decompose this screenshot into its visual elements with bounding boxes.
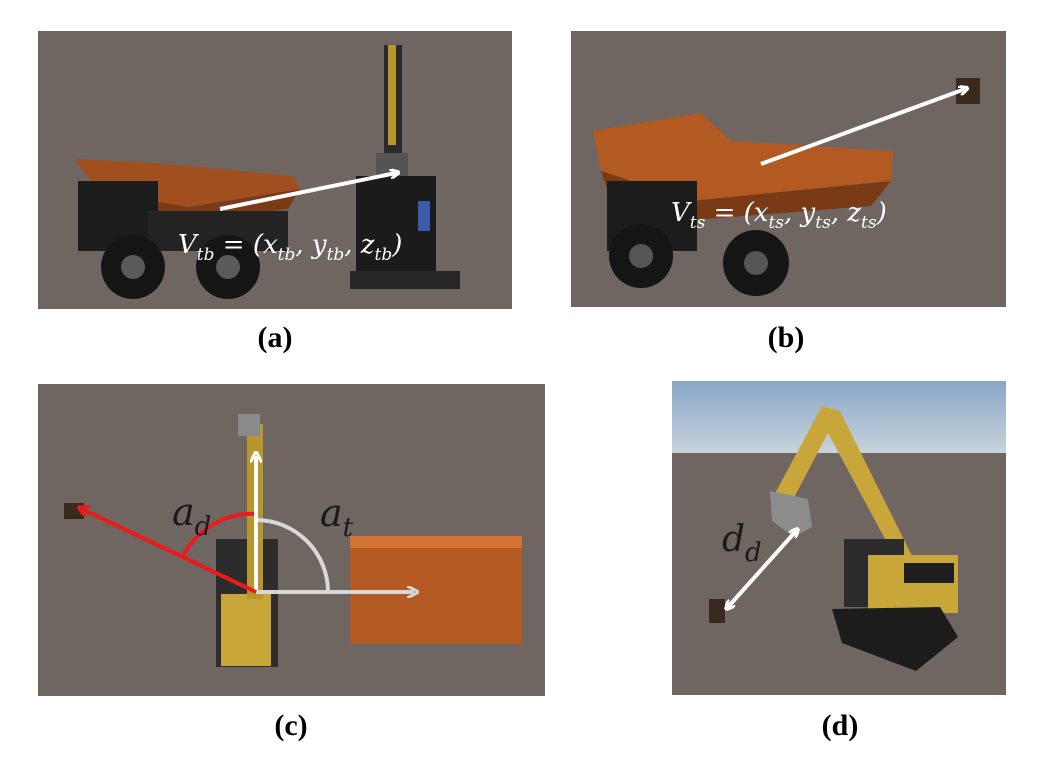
dump-truck-top-illustration	[350, 536, 522, 644]
vector-tb-arrow	[219, 173, 396, 211]
target-block	[709, 599, 725, 623]
panel-a-truck-side-view: Vtb = (xtb, ytb, ztb)	[38, 31, 512, 309]
label-a-t: at	[320, 491, 354, 543]
panel-b-truck-to-target-view: Vts = (xts, yts, zts)	[571, 31, 1006, 307]
excavator-illustration	[350, 45, 460, 289]
panel-c-top-view-angles: ad at	[38, 384, 545, 696]
caption-b: (b)	[767, 321, 805, 354]
vector-ts-arrow	[760, 89, 965, 166]
angle-at-arc	[255, 518, 330, 593]
excavator-illustration	[770, 406, 958, 671]
label-v-ts: Vts = (xts, yts, zts)	[671, 198, 887, 233]
dump-truck-illustration	[74, 159, 300, 299]
panel-d-bucket-distance: dd	[672, 381, 1006, 695]
caption-d: (d)	[821, 709, 859, 742]
dump-truck-illustration	[593, 113, 893, 296]
target-direction-arrow	[82, 509, 257, 594]
label-v-tb: Vtb = (xtb, ytb, ztb)	[178, 230, 402, 265]
caption-c: (c)	[274, 709, 308, 742]
label-a-d: ad	[172, 490, 211, 542]
angle-ad-arc	[181, 511, 257, 557]
distance-arrow	[728, 531, 796, 607]
label-d-d: dd	[722, 519, 762, 568]
caption-a: (a)	[257, 321, 293, 354]
target-block	[64, 503, 84, 519]
